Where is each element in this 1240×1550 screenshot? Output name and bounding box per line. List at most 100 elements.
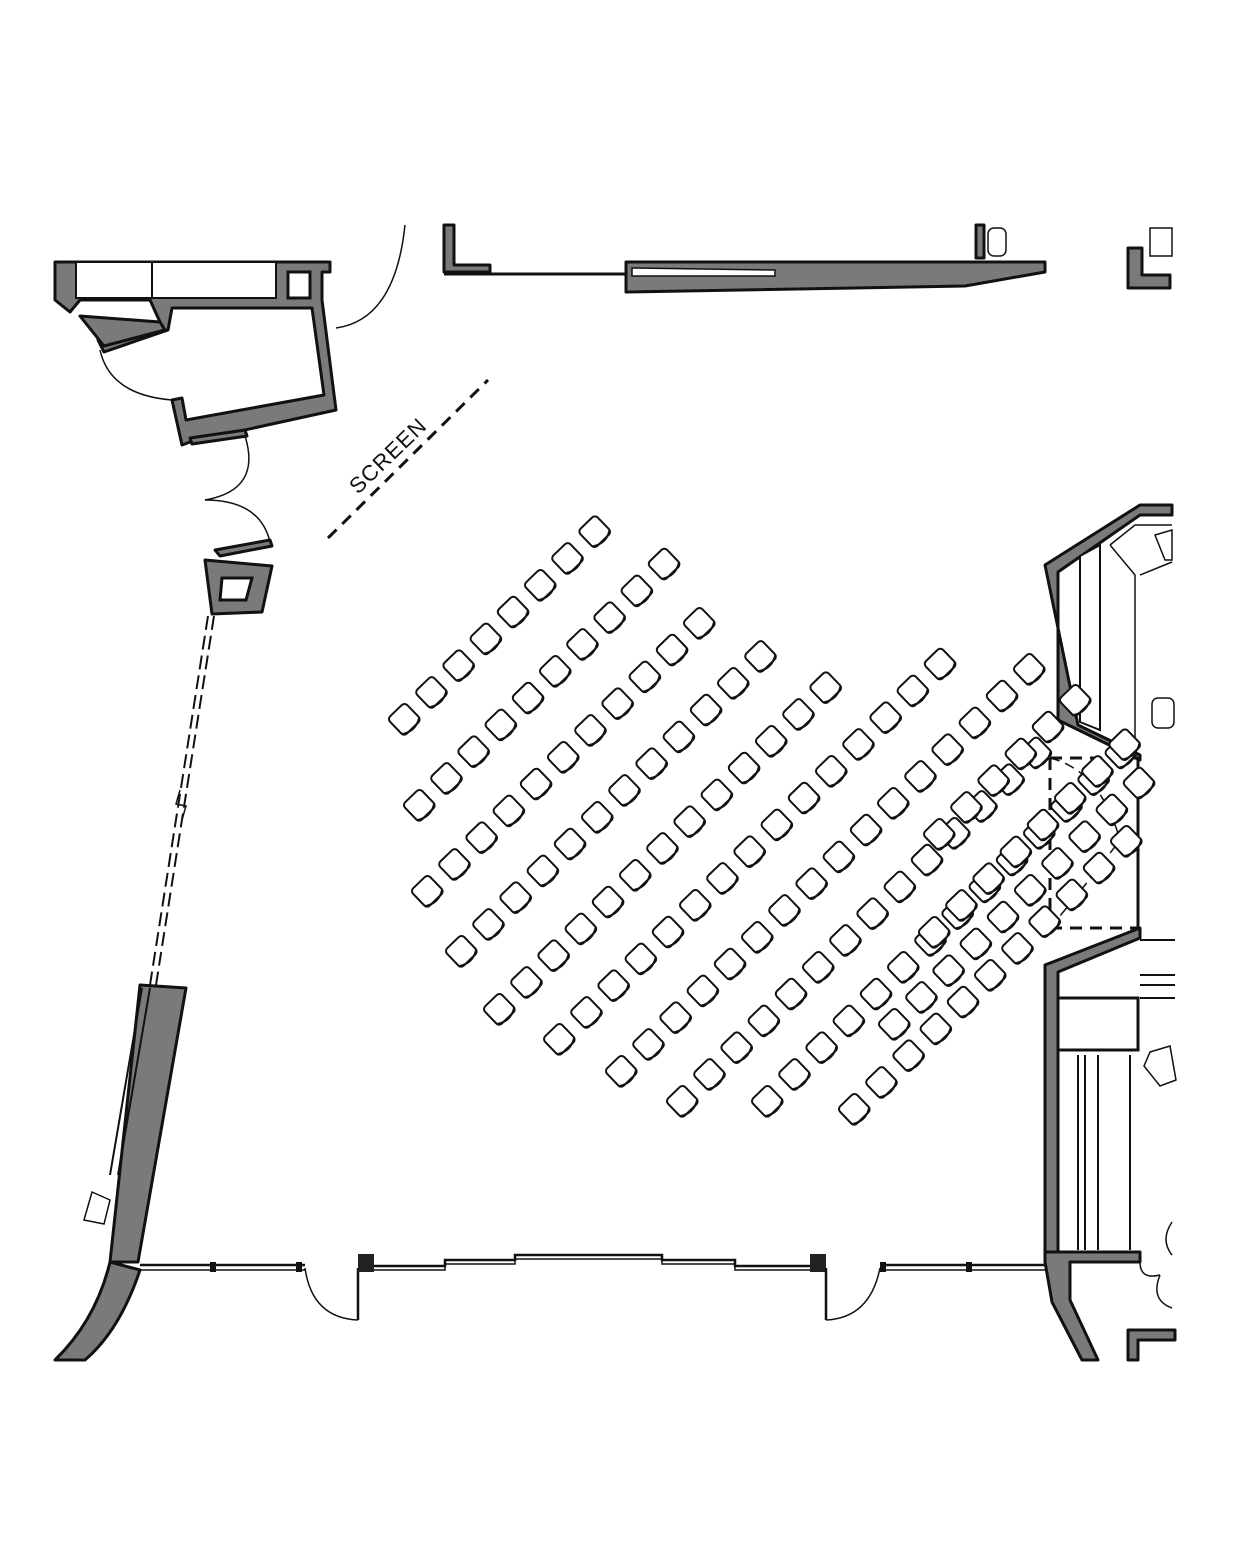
chair	[999, 835, 1033, 869]
chair	[1068, 820, 1102, 853]
chair	[593, 601, 627, 634]
chair	[604, 1054, 638, 1088]
chair	[932, 954, 966, 987]
chair	[896, 674, 930, 708]
chair	[917, 915, 951, 949]
chair	[787, 781, 821, 815]
chair	[580, 800, 614, 834]
chair	[635, 747, 669, 780]
chair	[832, 1004, 866, 1038]
chair	[551, 542, 584, 575]
chair	[958, 706, 992, 740]
chair	[655, 633, 689, 667]
chair	[538, 654, 572, 688]
chair	[837, 1092, 871, 1126]
screen: SCREEN	[326, 378, 490, 540]
chair	[499, 881, 533, 914]
chair	[877, 1007, 911, 1041]
chair	[618, 858, 652, 892]
chair	[922, 817, 956, 851]
chair	[931, 733, 965, 766]
chair	[465, 821, 499, 854]
chair	[876, 786, 910, 820]
chair	[892, 1039, 926, 1072]
chair	[492, 794, 526, 828]
chair	[747, 1004, 781, 1038]
chair	[591, 885, 625, 919]
chair	[1082, 851, 1116, 885]
chair	[985, 679, 1019, 713]
chair	[1109, 824, 1143, 858]
chair	[442, 649, 476, 682]
chair	[1041, 847, 1074, 880]
chair	[566, 628, 599, 661]
chair	[665, 1084, 699, 1118]
chair	[574, 714, 607, 747]
chair	[919, 1012, 953, 1046]
chair	[778, 1058, 811, 1091]
chair	[905, 981, 938, 1014]
chair	[686, 974, 720, 1008]
chair	[829, 924, 862, 957]
chair	[564, 912, 598, 946]
chair	[1053, 781, 1087, 815]
chair	[849, 813, 883, 847]
chair	[438, 848, 471, 881]
chair	[716, 666, 750, 700]
chair	[700, 778, 734, 812]
chair	[946, 985, 980, 1019]
chair	[537, 939, 571, 972]
chair	[856, 897, 890, 930]
chair	[950, 791, 983, 824]
chair	[1028, 905, 1062, 938]
chair	[977, 764, 1011, 797]
chair	[608, 774, 641, 807]
right-wall	[1043, 503, 1177, 1362]
chair	[1026, 808, 1060, 842]
chair	[842, 728, 875, 761]
chair	[496, 595, 530, 629]
chair	[597, 969, 631, 1002]
chair	[886, 950, 920, 984]
chair	[457, 735, 491, 768]
chair	[553, 827, 587, 861]
chair	[986, 900, 1020, 934]
chair	[682, 606, 716, 640]
chair	[523, 568, 557, 602]
chair	[972, 862, 1006, 895]
chair	[805, 1031, 839, 1064]
chair	[542, 1022, 576, 1056]
seating-area	[387, 515, 1156, 1126]
chair	[904, 760, 937, 793]
chair	[469, 622, 503, 656]
chair	[727, 751, 761, 785]
chair	[945, 889, 978, 922]
chair	[689, 693, 723, 727]
chair	[624, 942, 658, 976]
chair	[910, 843, 944, 877]
chair	[519, 767, 553, 801]
chair	[511, 681, 545, 715]
chair	[570, 996, 603, 1029]
chair	[1058, 683, 1092, 717]
chair	[1095, 793, 1129, 827]
chair	[430, 762, 463, 795]
chair	[883, 870, 917, 904]
chair	[782, 698, 815, 731]
chair	[651, 915, 685, 949]
chair	[693, 1058, 726, 1091]
chair	[484, 708, 518, 742]
chair	[973, 958, 1007, 992]
chair	[662, 720, 696, 754]
chair	[1013, 873, 1047, 907]
chair	[620, 574, 654, 608]
chair	[444, 934, 478, 968]
chair	[482, 992, 516, 1026]
chair	[472, 908, 505, 941]
chair	[1031, 710, 1065, 744]
chair	[959, 927, 993, 961]
chair	[1122, 766, 1156, 800]
chair	[768, 894, 801, 927]
chair	[923, 647, 957, 681]
